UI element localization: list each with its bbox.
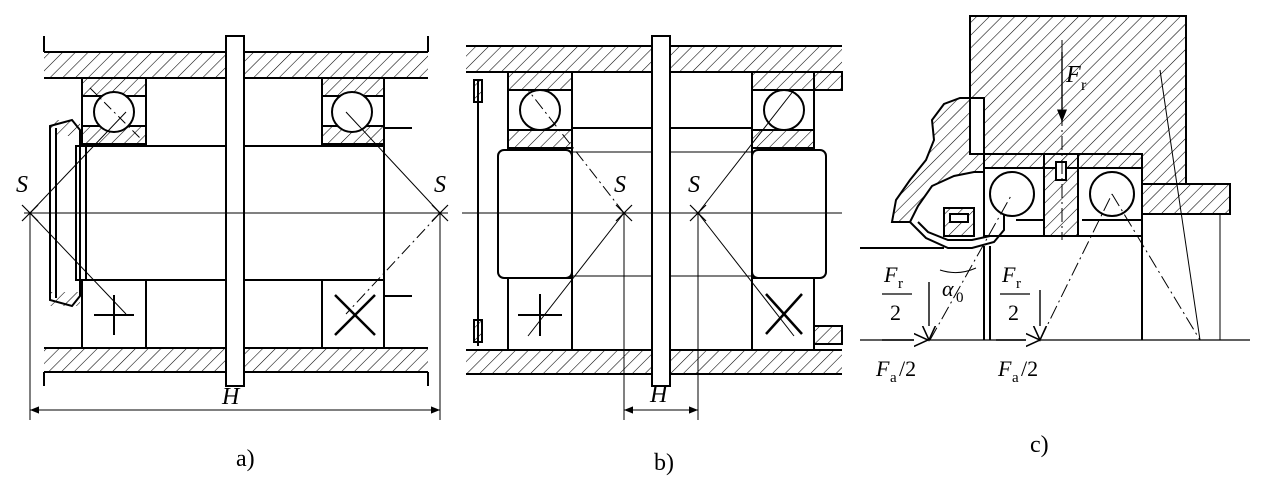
- left-bearing-b: [473, 71, 573, 351]
- contact-lines: [29, 111, 441, 315]
- label-h-b: H: [649, 382, 669, 408]
- label-fa-right-suffix: /2: [1021, 356, 1038, 381]
- label-fr-top: F r: [1065, 62, 1087, 94]
- panel-c: [860, 15, 1250, 341]
- center-strip: [225, 35, 245, 387]
- shaft-c: [860, 235, 1250, 341]
- label-s-right-a: S: [434, 172, 446, 198]
- label-s-left-b: S: [614, 172, 626, 198]
- panel-b: [462, 35, 843, 420]
- label-fa-right-subscript: a: [1012, 370, 1019, 386]
- panel-a: [21, 35, 449, 420]
- right-bearing: [321, 77, 412, 349]
- caption-c: c): [1030, 432, 1049, 458]
- label-fa-left-symbol: F: [875, 356, 890, 381]
- label-fr-half-left-denominator: 2: [890, 300, 901, 325]
- label-fa-left-suffix: /2: [899, 356, 916, 381]
- dimension-h-b: [623, 213, 699, 420]
- label-h-a: H: [221, 384, 241, 410]
- label-fr-half-right-denominator: 2: [1008, 300, 1019, 325]
- label-fr-half-left: F r 2: [882, 262, 912, 325]
- label-fr-half-right-symbol: F: [1001, 262, 1016, 287]
- label-fr-half-left-subscript: r: [898, 276, 903, 292]
- label-alpha-symbol: α: [942, 276, 954, 301]
- label-fr-half-right: F r 2: [1000, 262, 1030, 325]
- label-alpha0: α 0: [942, 276, 964, 306]
- center-strip-b: [651, 35, 671, 387]
- housing-shoulder-c: [1141, 183, 1231, 215]
- lock-nut-c: [943, 207, 975, 237]
- label-alpha-subscript: 0: [956, 290, 964, 306]
- label-fr-top-symbol: F: [1065, 62, 1081, 88]
- caption-a: a): [236, 446, 255, 472]
- right-bearing-b: [751, 71, 843, 351]
- label-fr-top-subscript: r: [1081, 77, 1087, 94]
- dimension-h: [29, 213, 441, 420]
- bearing-pair-c: [983, 153, 1143, 237]
- label-s-left-a: S: [16, 172, 28, 198]
- label-fa-half-right: F a /2: [997, 356, 1038, 386]
- contact-lines-b: [527, 89, 795, 337]
- caption-b: b): [654, 450, 674, 476]
- label-fr-half-left-symbol: F: [883, 262, 898, 287]
- label-fa-right-symbol: F: [997, 356, 1012, 381]
- label-fa-left-subscript: a: [890, 370, 897, 386]
- label-fa-half-left: F a /2: [875, 356, 916, 386]
- label-s-right-b: S: [688, 172, 700, 198]
- label-fr-half-right-subscript: r: [1016, 276, 1021, 292]
- left-bearing: [81, 77, 147, 349]
- force-arrows-c: [882, 52, 1068, 340]
